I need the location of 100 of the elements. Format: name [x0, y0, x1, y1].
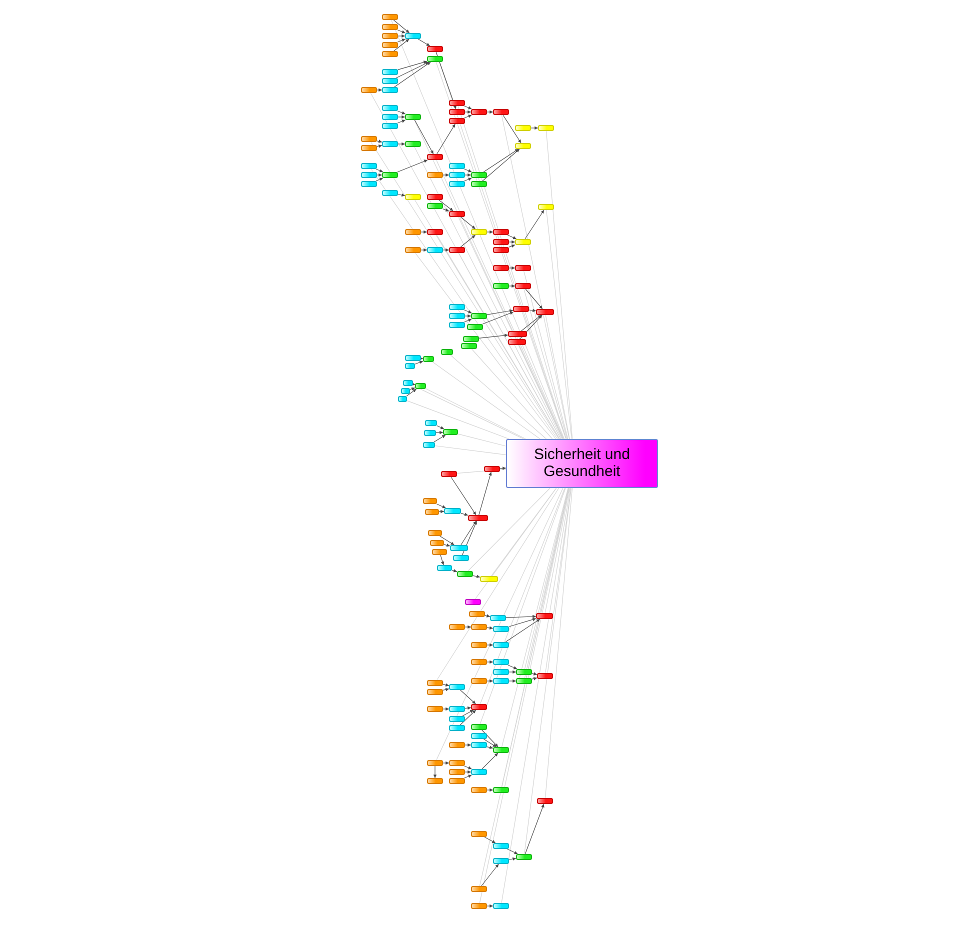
- topic-box: [427, 46, 443, 52]
- arrow: [436, 52, 456, 110]
- topic-box: [493, 903, 509, 909]
- topic-box: [427, 689, 443, 695]
- arrow: [376, 140, 382, 143]
- topic-box: [361, 87, 377, 93]
- topic-box: [515, 125, 531, 131]
- topic-box: [515, 265, 531, 271]
- topic-box: [382, 33, 398, 39]
- arrow: [397, 30, 406, 34]
- topic-box: [427, 194, 443, 200]
- topic-box: [427, 247, 443, 253]
- arrow: [482, 312, 514, 324]
- arrow: [393, 20, 410, 34]
- arrow: [482, 752, 498, 770]
- connector-line: [426, 388, 526, 440]
- arrow: [502, 114, 522, 144]
- arrow: [376, 144, 382, 148]
- arrow: [464, 310, 472, 314]
- topic-box: [427, 56, 443, 62]
- topic-box: [493, 626, 509, 632]
- topic-box: [471, 659, 487, 665]
- topic-box: [471, 678, 487, 684]
- arrow: [508, 244, 516, 248]
- topic-box: [493, 678, 509, 684]
- topic-box: [361, 163, 377, 169]
- topic-box: [536, 309, 554, 315]
- arrow: [442, 248, 450, 252]
- topic-box: [471, 642, 487, 648]
- arrow: [420, 230, 428, 234]
- topic-box: [382, 114, 398, 120]
- topic-box: [382, 190, 398, 196]
- topic-box: [493, 843, 509, 849]
- arrow: [464, 743, 472, 747]
- topic-box: [516, 854, 532, 860]
- topic-box: [437, 565, 452, 571]
- topic-box: [515, 283, 531, 289]
- arrow: [438, 200, 454, 212]
- topic-box: [538, 125, 554, 131]
- arrow: [508, 240, 516, 244]
- arrow: [464, 766, 472, 770]
- topic-box: [465, 599, 481, 605]
- topic-box: [449, 684, 465, 690]
- connector-line: [458, 434, 506, 446]
- arrow: [508, 664, 518, 670]
- arrow: [420, 356, 424, 360]
- arrow: [376, 173, 382, 177]
- arrow: [486, 230, 494, 234]
- arrow: [525, 288, 543, 310]
- topic-box: [493, 229, 509, 235]
- arrow: [482, 730, 498, 748]
- arrow: [506, 848, 518, 854]
- arrow: [508, 670, 516, 674]
- arrow: [442, 683, 450, 687]
- arrow: [442, 208, 450, 212]
- topic-box: [490, 615, 506, 621]
- connector-line: [545, 314, 570, 440]
- topic-box: [493, 659, 509, 665]
- topic-box: [382, 69, 398, 75]
- connector-line: [436, 488, 560, 680]
- arrow: [460, 710, 476, 726]
- arrow: [376, 88, 382, 92]
- topic-box: [427, 778, 443, 784]
- arrow: [486, 309, 514, 315]
- arrow: [460, 216, 476, 230]
- arrow: [394, 38, 410, 52]
- arrow: [397, 38, 406, 42]
- arrow: [398, 142, 406, 146]
- arrow: [524, 210, 544, 240]
- topic-box: [449, 760, 465, 766]
- arrow: [464, 706, 472, 710]
- topic-box: [471, 886, 487, 892]
- arrow: [442, 761, 450, 765]
- topic-box: [382, 51, 398, 57]
- topic-box: [423, 356, 434, 362]
- connector-line: [490, 488, 557, 576]
- topic-box: [471, 724, 487, 730]
- topic-box: [449, 313, 465, 319]
- topic-box: [449, 778, 465, 784]
- arrow: [414, 360, 424, 364]
- arrow: [483, 148, 519, 172]
- arrow: [406, 388, 417, 396]
- topic-box: [361, 145, 377, 151]
- topic-box: [449, 706, 465, 712]
- arrow: [508, 618, 536, 627]
- topic-box: [493, 669, 509, 675]
- topic-box: [471, 704, 487, 710]
- topic-box: [425, 509, 439, 515]
- topic-box: [471, 769, 487, 775]
- arrow: [464, 318, 472, 322]
- topic-box: [450, 545, 468, 551]
- arrow: [505, 618, 540, 642]
- arrow: [500, 466, 506, 470]
- topic-box: [423, 442, 435, 448]
- topic-box: [427, 203, 443, 209]
- topic-box: [449, 624, 465, 630]
- arrow: [472, 574, 480, 578]
- arrow: [397, 120, 406, 124]
- topic-box: [398, 396, 407, 402]
- arrow: [420, 248, 428, 252]
